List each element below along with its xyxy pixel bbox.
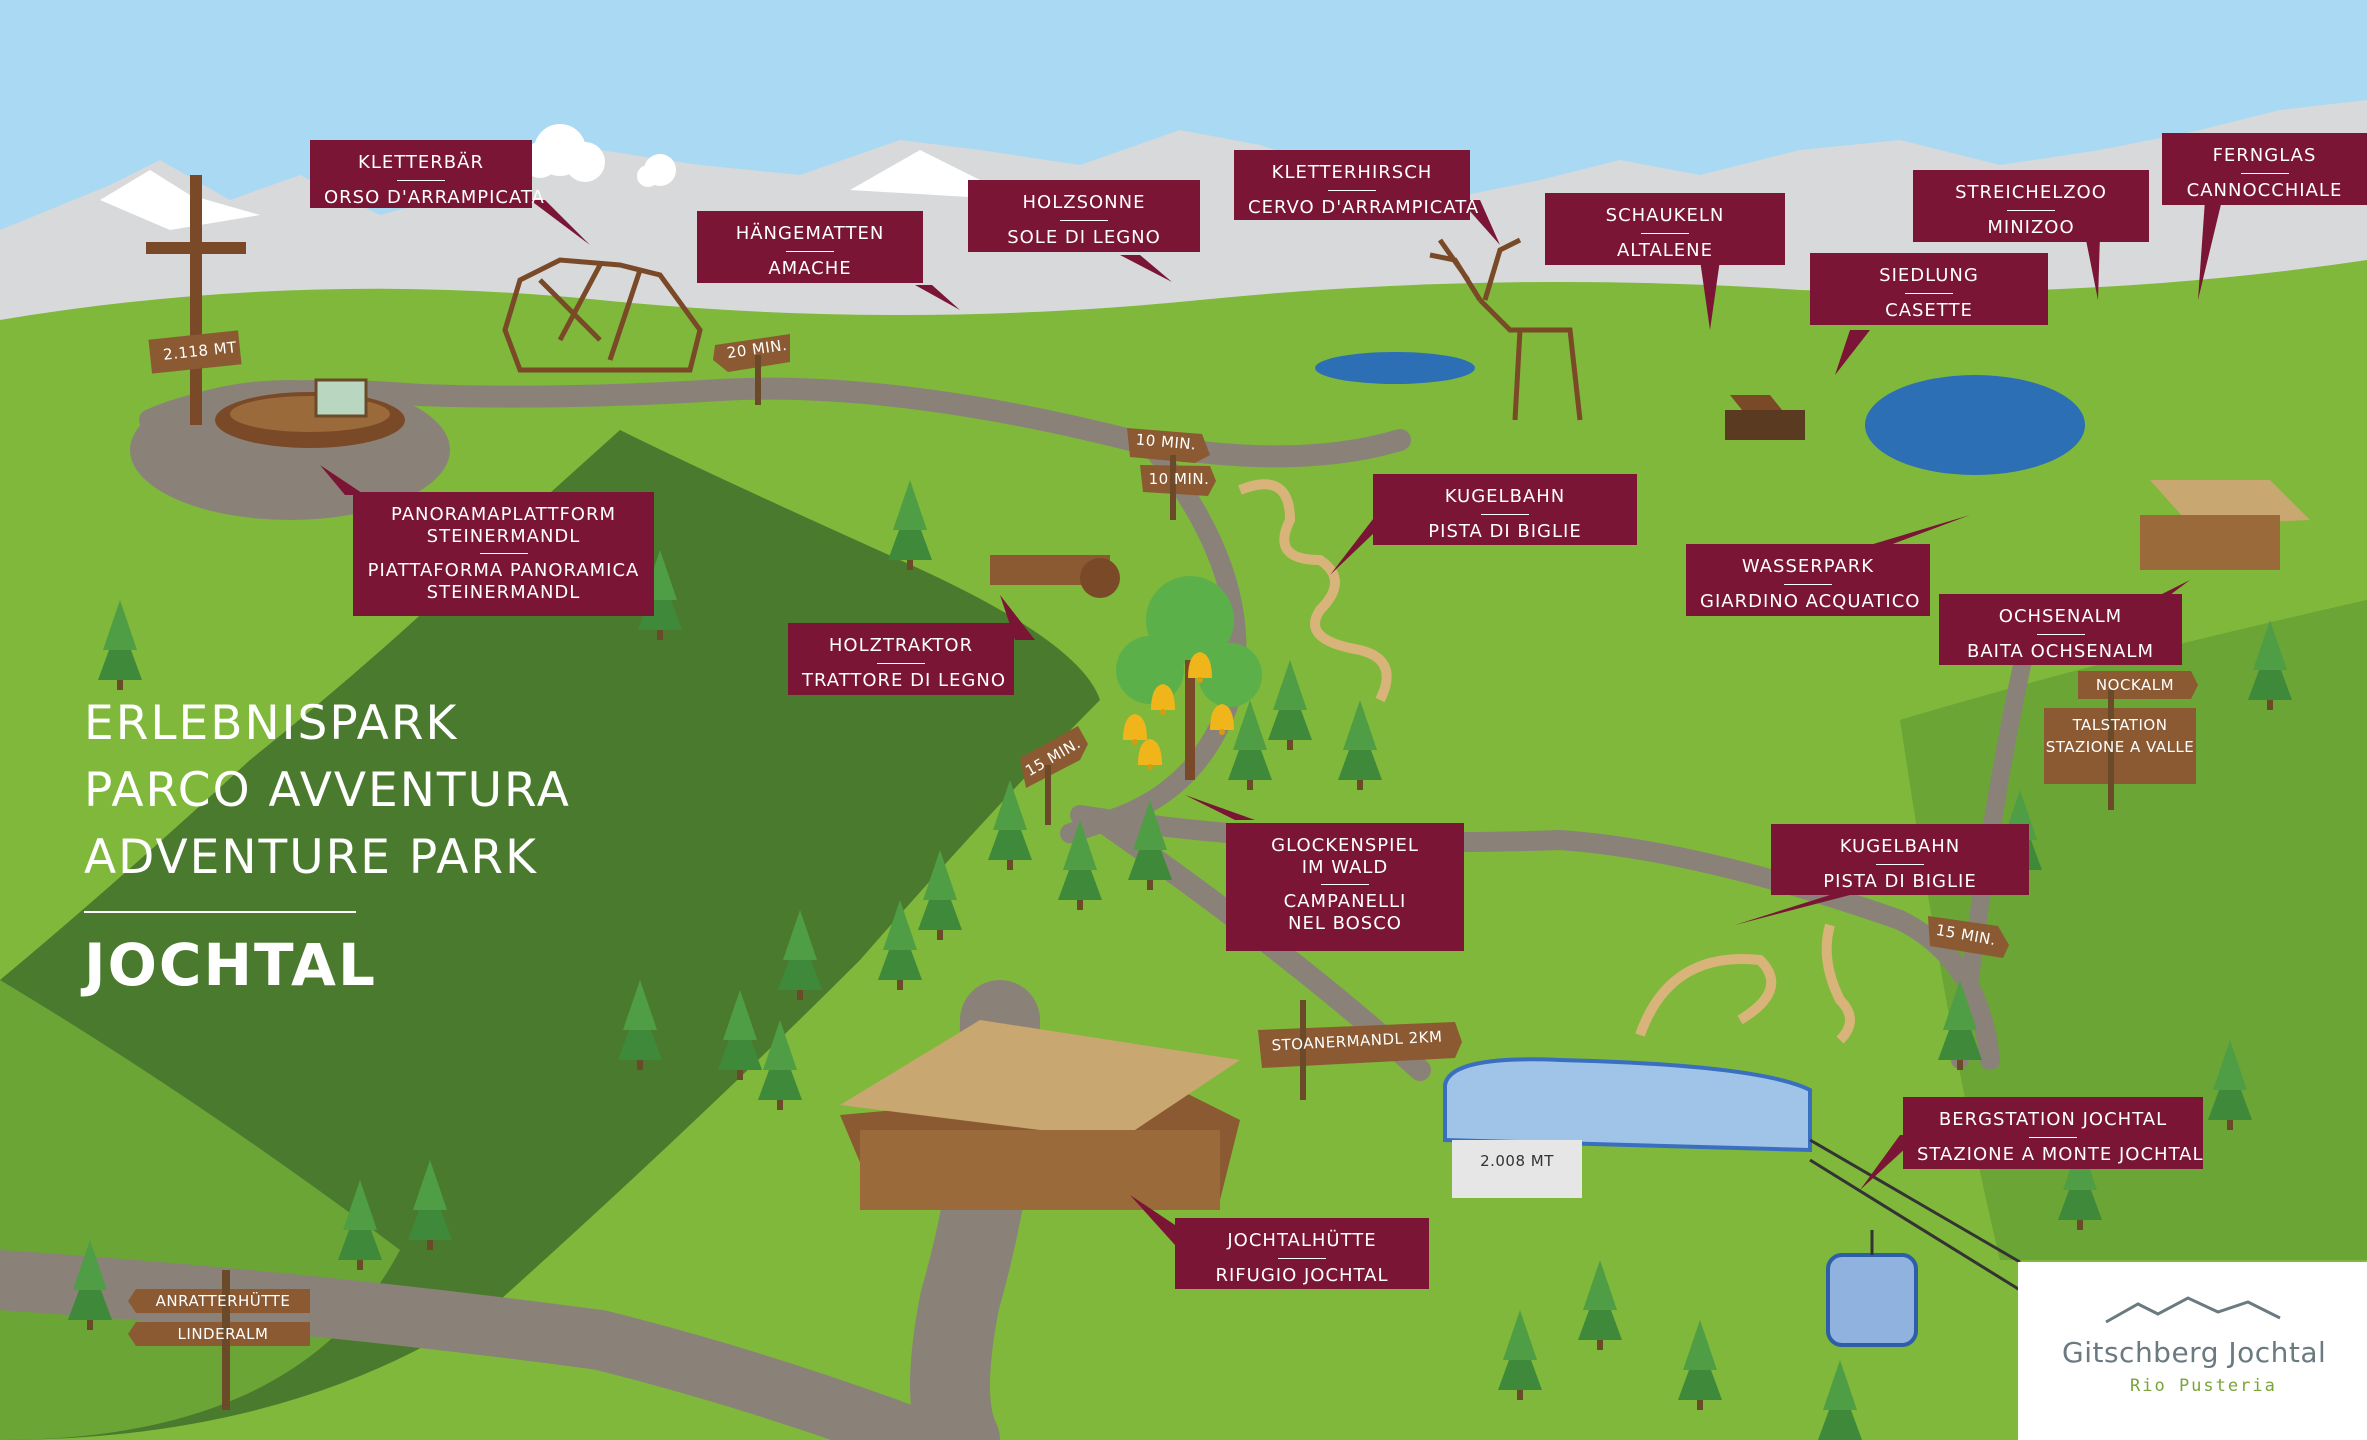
label-kugelbahn-2[interactable]: KUGELBAHN PISTA DI BIGLIE [1771, 824, 2029, 895]
title-line-de: ERLEBNISPARK [84, 696, 459, 751]
label-de: SIEDLUNG [1879, 265, 1979, 286]
label-divider [877, 662, 925, 664]
label-de: HOLZSONNE [1022, 192, 1146, 213]
title-line-it: PARCO AVVENTURA [84, 763, 571, 818]
label-it: CASETTE [1885, 299, 1973, 321]
sign-linderalm[interactable]: LINDERALM [177, 1325, 269, 1343]
gondola-icon [1826, 1230, 1918, 1347]
label-it: BAITA OCHSENALM [1966, 640, 2154, 662]
sign-talstation[interactable]: TALSTATION STAZIONE A VALLE [2044, 715, 2196, 759]
label-bergstation[interactable]: BERGSTATION JOCHTAL STAZIONE A MONTE JOC… [1903, 1097, 2203, 1169]
sign-10-min-b[interactable]: 10 MIN. [1148, 470, 1210, 488]
label-divider [1278, 1257, 1326, 1259]
sign-anratterhuette[interactable]: ANRATTERHÜTTE [155, 1292, 291, 1310]
title-main: JOCHTAL [84, 931, 377, 999]
label-kugelbahn-1[interactable]: KUGELBAHN PISTA DI BIGLIE [1373, 474, 1637, 545]
label-de-line2: STEINERMANDL [426, 525, 581, 547]
label-divider [1321, 884, 1369, 886]
label-it-line2: NEL BOSCO [1288, 912, 1402, 934]
sign-talstation-it: STAZIONE A VALLE [2045, 737, 2195, 756]
label-divider [1876, 863, 1924, 865]
label-haengematten[interactable]: HÄNGEMATTEN AMACHE [697, 211, 923, 283]
label-de: HÄNGEMATTEN [735, 223, 885, 244]
label-divider [1060, 219, 1108, 221]
label-divider [1784, 583, 1832, 585]
label-divider [2240, 172, 2289, 174]
label-wasserpark[interactable]: WASSERPARK GIARDINO ACQUATICO [1686, 544, 1930, 616]
label-divider [397, 179, 445, 181]
label-de: BERGSTATION JOCHTAL [1938, 1109, 2168, 1130]
label-it: STAZIONE A MONTE JOCHTAL [1917, 1143, 2204, 1165]
label-de: STREICHELZOO [1955, 182, 2107, 203]
title-line-en: ADVENTURE PARK [84, 830, 538, 885]
label-it-line2: STEINERMANDL [426, 581, 581, 603]
label-divider [479, 553, 528, 555]
label-panorama[interactable]: PANORAMAPLATTFORM STEINERMANDL PIATTAFOR… [353, 492, 654, 616]
label-ochsenalm[interactable]: OCHSENALM BAITA OCHSENALM [1939, 594, 2182, 665]
title-divider [84, 911, 356, 913]
label-de: FERNGLAS [2212, 145, 2317, 166]
label-de: KUGELBAHN [1839, 836, 1961, 857]
label-de-line1: GLOCKENSPIEL [1271, 835, 1419, 856]
altitude-sign-station: 2.008 MT [1480, 1152, 1554, 1170]
label-de: SCHAUKELN [1605, 205, 1725, 226]
label-divider [2036, 633, 2085, 635]
logo-subtitle: Rio Pusteria [2130, 1376, 2277, 1396]
label-divider [2007, 209, 2055, 211]
sign-talstation-de: TALSTATION [2072, 716, 2168, 734]
label-jochtalhuette[interactable]: JOCHTALHÜTTE RIFUGIO JOCHTAL [1175, 1218, 1429, 1289]
label-divider [1905, 292, 1953, 294]
label-it: TRATTORE DI LEGNO [802, 669, 1007, 691]
label-it: PISTA DI BIGLIE [1428, 520, 1582, 542]
label-siedlung[interactable]: SIEDLUNG CASETTE [1810, 253, 2048, 325]
label-de: KLETTERHIRSCH [1271, 162, 1433, 183]
label-divider [1641, 232, 1689, 234]
label-fernglas[interactable]: FERNGLAS CANNOCCHIALE [2162, 133, 2367, 205]
label-holzsonne[interactable]: HOLZSONNE SOLE DI LEGNO [968, 180, 1200, 252]
label-kletterhirsch[interactable]: KLETTERHIRSCH CERVO D'ARRAMPICATA [1234, 150, 1480, 220]
label-it: SOLE DI LEGNO [1007, 226, 1161, 248]
label-divider [1328, 189, 1376, 191]
label-it-line1: CAMPANELLI [1283, 891, 1407, 913]
park-title: ERLEBNISPARK PARCO AVVENTURA ADVENTURE P… [84, 690, 571, 999]
label-it: ORSO D'ARRAMPICATA [324, 186, 545, 208]
label-it-line1: PIATTAFORMA PANORAMICA [367, 560, 640, 582]
mountain-logo-icon [2105, 1296, 2281, 1324]
label-holztraktor[interactable]: HOLZTRAKTOR TRATTORE DI LEGNO [788, 623, 1014, 695]
label-it: GIARDINO ACQUATICO [1700, 590, 1921, 612]
label-it: RIFUGIO JOCHTAL [1215, 1264, 1389, 1286]
label-de: OCHSENALM [1998, 606, 2123, 627]
sign-nockalm[interactable]: NOCKALM [2095, 676, 2175, 694]
label-de-line2: IM WALD [1301, 856, 1389, 878]
label-it: AMACHE [768, 257, 852, 279]
label-it: PISTA DI BIGLIE [1823, 870, 1977, 892]
label-divider [2029, 1136, 2077, 1138]
brand-logo[interactable]: Gitschberg Jochtal Rio Pusteria [2018, 1262, 2367, 1440]
label-it: MINIZOO [1987, 216, 2075, 238]
label-de: HOLZTRAKTOR [828, 635, 974, 656]
summit-cross-icon [146, 175, 246, 425]
label-divider [1481, 513, 1529, 515]
label-de: WASSERPARK [1741, 556, 1875, 577]
label-de: KLETTERBÄR [358, 152, 484, 173]
label-streichelzoo[interactable]: STREICHELZOO MINIZOO [1913, 170, 2149, 242]
label-de: JOCHTALHÜTTE [1227, 1230, 1377, 1251]
label-kletterbaer[interactable]: KLETTERBÄR ORSO D'ARRAMPICATA [310, 140, 545, 208]
label-divider [786, 250, 834, 252]
label-schaukeln[interactable]: SCHAUKELN ALTALENE [1545, 193, 1785, 265]
label-it: CANNOCCHIALE [2186, 179, 2343, 201]
label-glockenspiel[interactable]: GLOCKENSPIEL IM WALD CAMPANELLI NEL BOSC… [1226, 823, 1464, 951]
label-de: KUGELBAHN [1444, 486, 1566, 507]
label-it: CERVO D'ARRAMPICATA [1248, 196, 1480, 218]
label-de-line1: PANORAMAPLATTFORM [390, 504, 617, 525]
logo-name: Gitschberg Jochtal [2062, 1336, 2327, 1369]
label-it: ALTALENE [1616, 239, 1713, 261]
